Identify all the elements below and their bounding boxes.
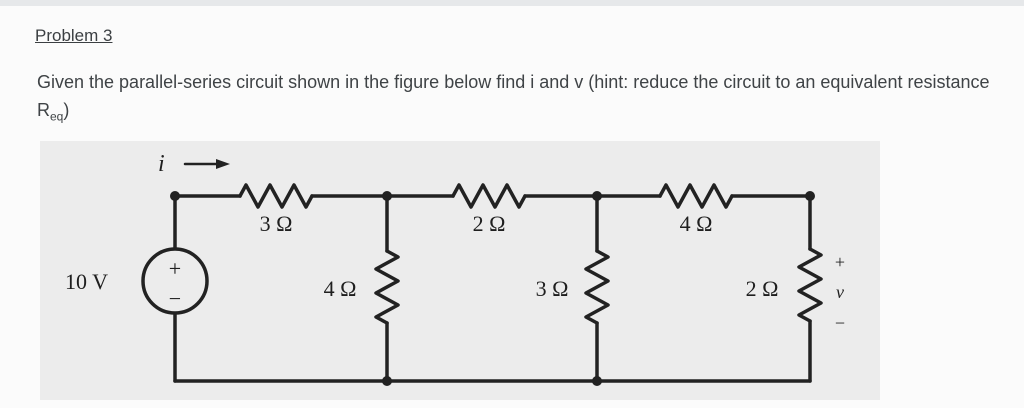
node-bottom-2 bbox=[592, 376, 602, 386]
resistor-label-r2: 4 Ω bbox=[324, 276, 357, 301]
resistor-4ohm-top-symbol bbox=[658, 183, 734, 209]
voltage-source-symbol bbox=[141, 247, 209, 315]
resistor-3ohm-top-symbol bbox=[238, 183, 314, 209]
current-label: i bbox=[158, 151, 165, 177]
resistor-2ohm-top-symbol bbox=[451, 183, 527, 209]
node-bottom-1 bbox=[382, 376, 392, 386]
resistor-label-r1: 3 Ω bbox=[260, 211, 293, 236]
output-minus: − bbox=[835, 313, 845, 333]
statement-end: ) bbox=[63, 100, 70, 120]
circuit-diagram: i 10 V + − 3 Ω 2 Ω 4 Ω 4 Ω 3 Ω 2 Ω + v − bbox=[65, 151, 845, 386]
output-var: v bbox=[836, 282, 844, 302]
current-arrow-head bbox=[216, 159, 230, 169]
output-plus: + bbox=[835, 252, 845, 272]
resistor-label-r4: 3 Ω bbox=[536, 276, 569, 301]
resistor-3ohm-vertical-symbol bbox=[584, 249, 610, 325]
problem-title: Problem 3 bbox=[35, 26, 113, 45]
source-label: 10 V bbox=[65, 269, 108, 294]
node-top-1 bbox=[382, 191, 392, 201]
resistor-2ohm-vertical-symbol bbox=[797, 247, 823, 323]
source-plus: + bbox=[169, 256, 181, 281]
top-bar bbox=[0, 0, 1024, 6]
node-top-right bbox=[805, 191, 815, 201]
statement-text: Given the parallel-series circuit shown … bbox=[37, 72, 990, 120]
resistor-label-r5: 4 Ω bbox=[680, 211, 713, 236]
node-top-2 bbox=[592, 191, 602, 201]
resistor-label-r3: 2 Ω bbox=[473, 211, 506, 236]
resistor-label-r6: 2 Ω bbox=[746, 276, 779, 301]
statement-subscript: eq bbox=[50, 109, 64, 124]
resistor-4ohm-vertical-symbol bbox=[374, 249, 400, 325]
node-top-left bbox=[170, 191, 180, 201]
problem-statement: Given the parallel-series circuit shown … bbox=[37, 68, 997, 131]
circuit-figure: i 10 V + − 3 Ω 2 Ω 4 Ω 4 Ω 3 Ω 2 Ω + v − bbox=[40, 141, 880, 400]
source-minus: − bbox=[169, 286, 181, 311]
